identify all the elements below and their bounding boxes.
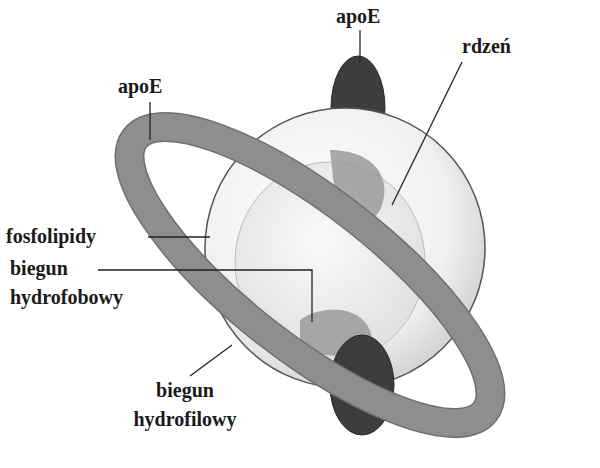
part-label: rdzeń [462,32,552,61]
leader-line [190,345,232,376]
part-label: apoE [336,2,416,31]
leader-line [392,62,462,205]
leader-line [98,270,312,322]
part-label: fosfolipidy [6,222,146,251]
part-label: apoE [118,72,198,101]
part-label: biegun hydrofobowy [10,254,160,312]
leader-line [359,30,360,62]
leader-line [149,102,150,140]
leader-line [148,236,210,237]
part-label: biegun hydrofilowy [110,376,260,434]
apoe-band-edge [91,82,530,468]
apoe-band [91,82,530,468]
